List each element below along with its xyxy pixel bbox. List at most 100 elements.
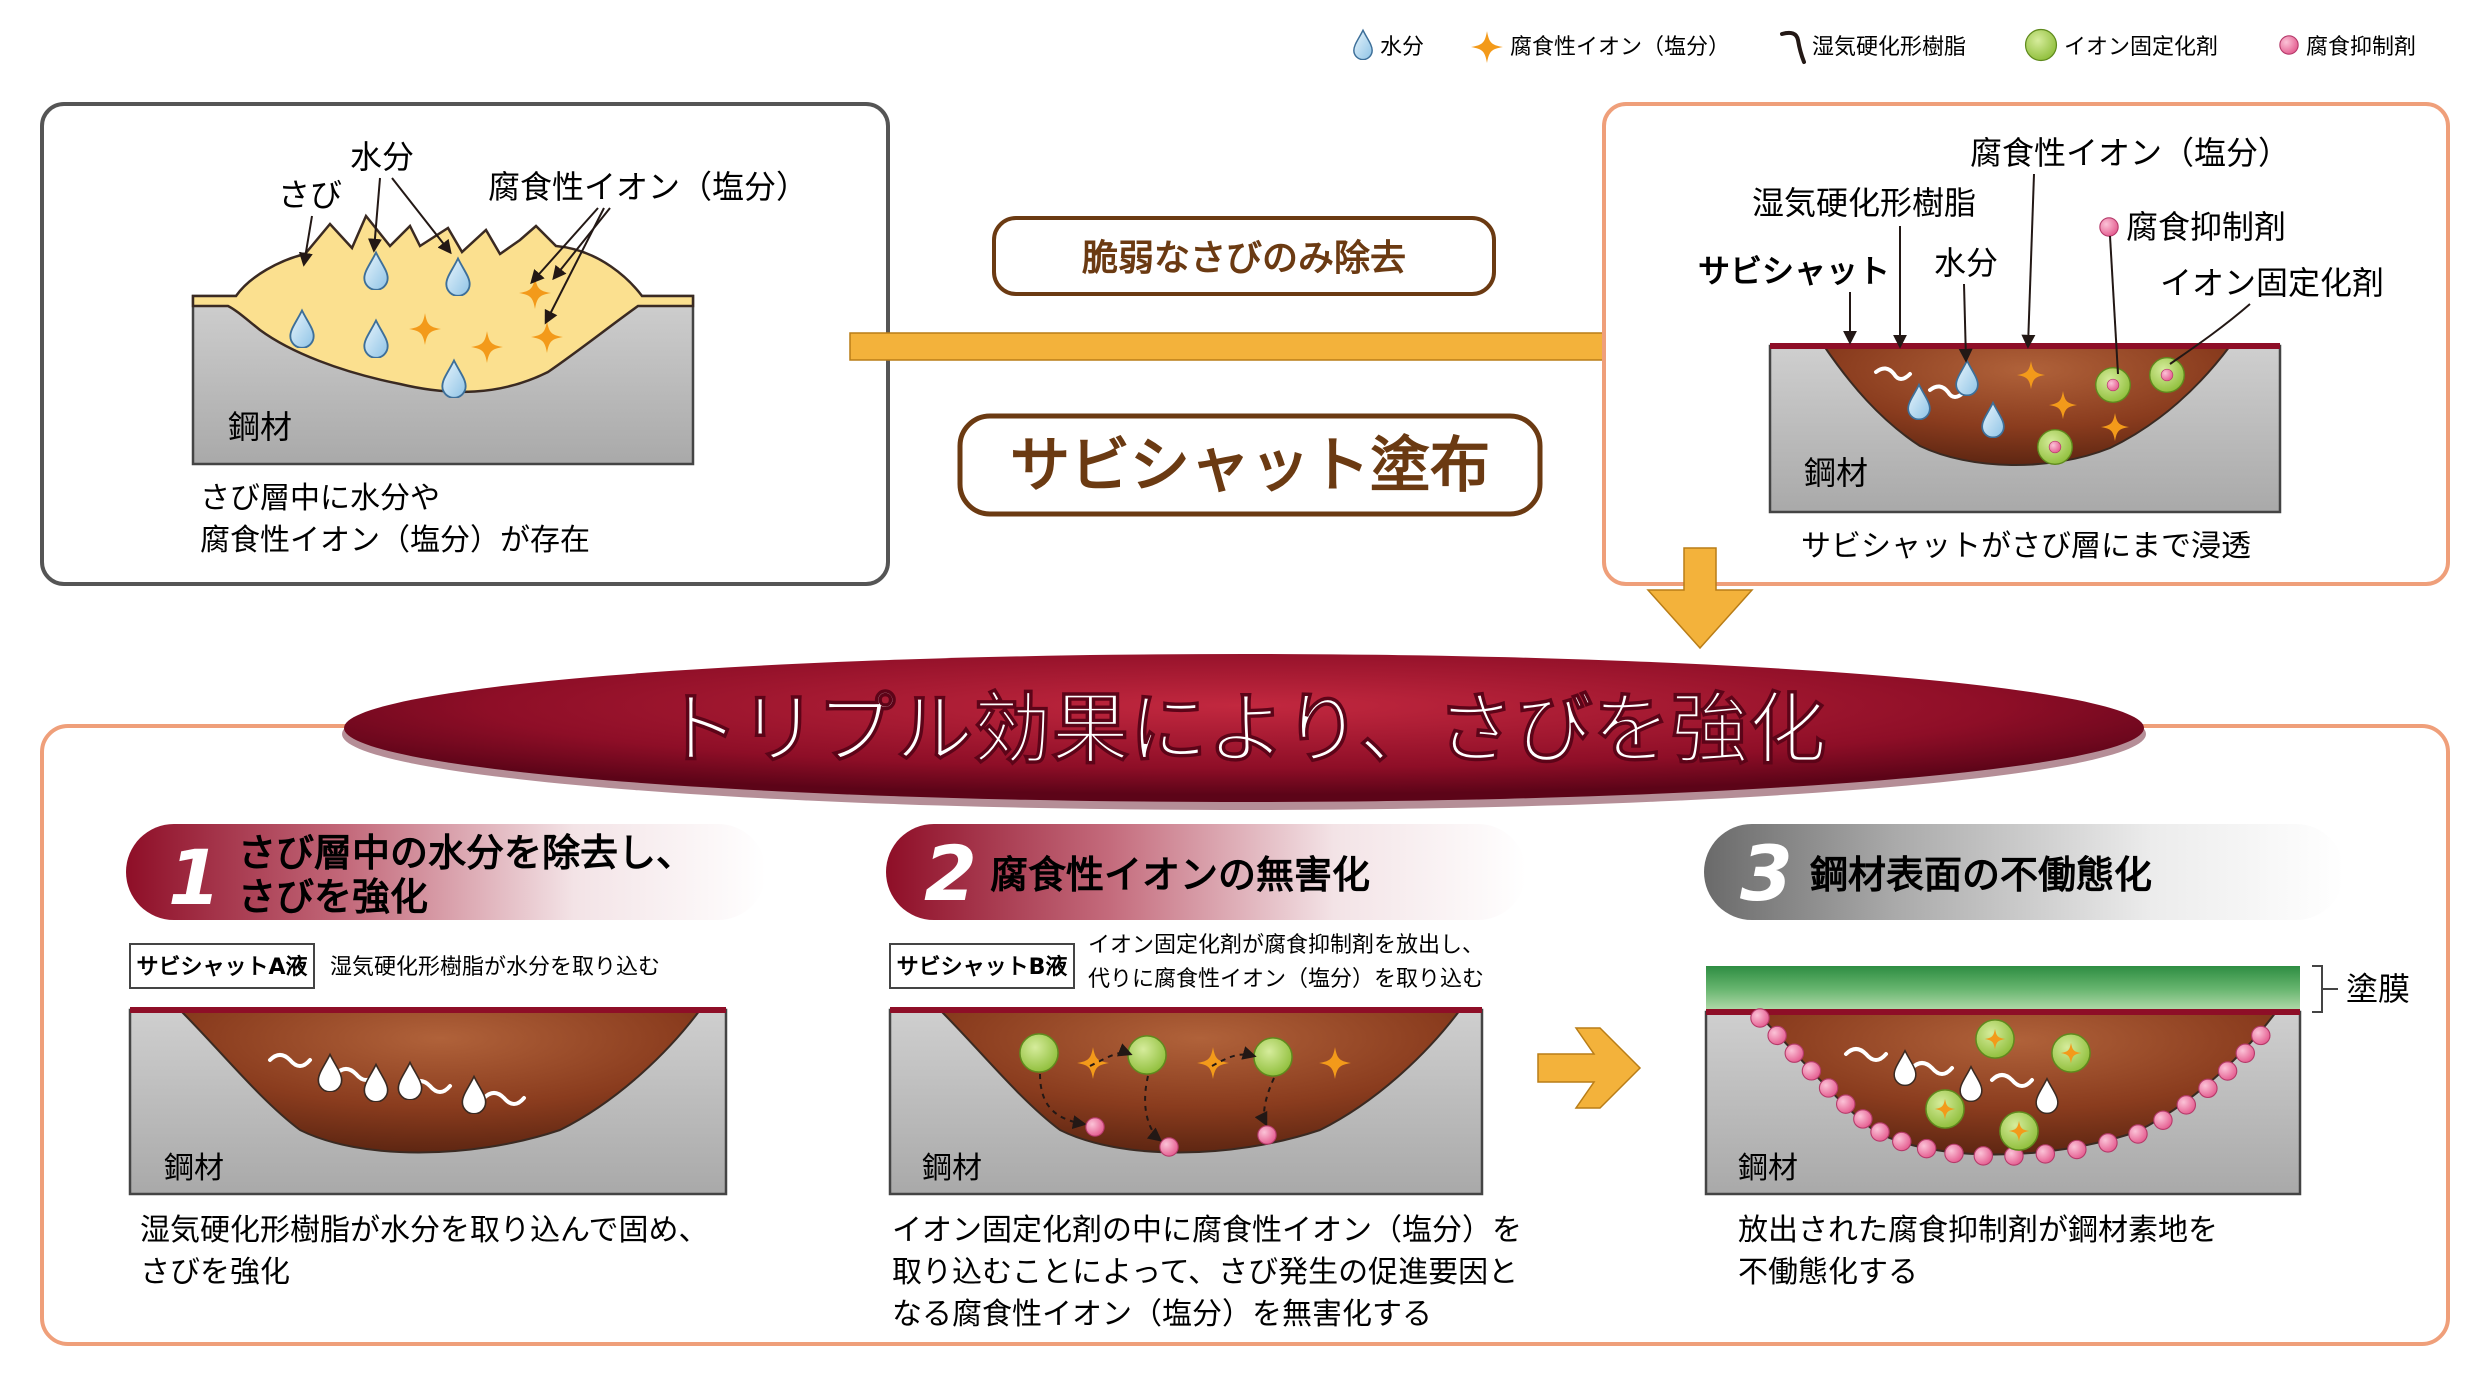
effect-2-title: 腐食性イオンの無害化: [990, 853, 1370, 897]
inhibitor-bead-10: [1944, 1143, 1964, 1164]
inhibitor-bead-14: [2067, 1139, 2087, 1160]
after-resin: [1874, 366, 1966, 399]
inhibitor-bead-19: [2198, 1078, 2218, 1099]
inhibitor-bead-8: [1892, 1131, 1912, 1152]
down-arrow: [1646, 547, 1754, 650]
effect-2-tag: サビシャットB液: [897, 954, 1068, 980]
effect-3-coating-label: 塗膜: [2346, 970, 2410, 1008]
inhibitor-bead-20: [2217, 1061, 2238, 1081]
effect-3-steel-label: 鋼材: [1738, 1151, 1798, 1186]
inhibitor-bead-6: [1853, 1109, 1873, 1129]
legend-ion-icon: [1471, 31, 1503, 63]
after-pink-2: [2160, 368, 2174, 382]
legend: 水分 腐食性イオン（塩分） 湿気硬化形樹脂 イオン固定化剤 腐食抑制剤: [1353, 28, 2416, 64]
effect-3-coating-bracket: [2312, 965, 2338, 1013]
before-leader-lines: [298, 177, 611, 325]
legend-resin-icon: [1780, 30, 1806, 64]
effect-2-pill: [886, 824, 1526, 920]
effect-2-tag-note-line1: イオン固定化剤が腐食抑制剤を放出し、: [1088, 933, 1484, 958]
effect-2-steel-label: 鋼材: [922, 1151, 982, 1186]
effect-1-desc-line2: さびを強化: [140, 1255, 290, 1290]
effect-2-pink-1: [1085, 1117, 1105, 1137]
legend-fixer-label: イオン固定化剤: [2064, 35, 2218, 60]
effect-3-coating: [1706, 966, 2300, 1012]
effect-3-desc-line2: 不働態化する: [1738, 1255, 1918, 1290]
after-caption: サビシャットがさび層にまで浸透: [1801, 529, 2251, 564]
inhibitor-bead-15: [2098, 1133, 2118, 1153]
effect-1-tag: サビシャットA液: [136, 954, 307, 980]
inhibitor-bead-1: [1767, 1025, 1787, 1046]
legend-ion-label: 腐食性イオン（塩分）: [1510, 35, 1730, 60]
banner: トリプル効果により、さびを強化: [342, 654, 2146, 810]
effect-1-number: 1: [168, 833, 221, 922]
effect-2-pink-3: [1257, 1125, 1277, 1145]
banner-shape: [344, 654, 2144, 802]
legend-water-icon: [1353, 29, 1373, 60]
effect-3-number: 3: [1740, 829, 1793, 918]
effect-2-release-arrows: [1039, 1043, 1275, 1142]
before-caption-line2: 腐食性イオン（塩分）が存在: [200, 523, 590, 558]
effect-1-pill: [126, 824, 766, 920]
effect-2-desc-line1: イオン固定化剤の中に腐食性イオン（塩分）を: [892, 1213, 1522, 1248]
effect-2-fixer-1: [1019, 1033, 1059, 1073]
after-label-inhibitor: 腐食抑制剤: [2126, 208, 2286, 246]
after-pink-3: [2048, 440, 2062, 454]
inhibitor-bead-9: [1916, 1138, 1937, 1159]
after-rust-pit: [1822, 345, 2233, 467]
process-step1-label: 脆弱なさびのみ除去: [1082, 237, 1406, 279]
inhibitor-bead-22: [2251, 1025, 2271, 1046]
process: 脆弱なさびのみ除去 サビシャット塗布: [849, 216, 1670, 517]
before-panel: さび 水分 腐食性イオン（塩分） 鋼材 さび層中に水分や 腐食性イオン（塩分）が…: [40, 102, 890, 586]
effect-1-desc-line1: 湿気硬化形樹脂が水分を取り込んで固め、: [140, 1213, 709, 1248]
process-step2-label: サビシャット塗布: [1010, 431, 1490, 501]
before-label-ion: 腐食性イオン（塩分）: [488, 168, 808, 206]
after-label-ion: 腐食性イオン（塩分）: [1970, 134, 2290, 172]
inhibitor-bead-16: [2128, 1124, 2148, 1144]
inhibitor-bead-2: [1784, 1043, 1805, 1063]
effect-1-rust: [177, 1009, 703, 1154]
after-label-water: 水分: [1934, 244, 1998, 282]
before-caption-line1: さび層中に水分や: [200, 481, 440, 516]
after-panel: 腐食性イオン（塩分） 湿気硬化形樹脂 腐食抑制剤 サビシャット 水分 イオン固定…: [1602, 102, 2450, 586]
before-label-water: 水分: [350, 138, 414, 176]
effect-3: 3 鋼材表面の不働態化 塗膜 鋼材 放出された腐食抑制剤が鋼材素地を: [1704, 824, 2410, 1290]
effect-2-fixer-3: [1253, 1037, 1293, 1077]
effect-2-fixer-2: [1127, 1035, 1167, 1075]
effect-1-tag-box: [129, 943, 315, 989]
inhibitor-bead-4: [1818, 1078, 1839, 1098]
before-label-steel: 鋼材: [228, 408, 292, 446]
effect-2-number: 2: [924, 829, 977, 918]
after-label-fixer: イオン固定化剤: [2160, 264, 2384, 302]
effect-2: 2 腐食性イオンの無害化 サビシャットB液 イオン固定化剤が腐食抑制剤を放出し、…: [886, 824, 1526, 1332]
effect-2-desc-line2: 取り込むことによって、さび発生の促進要因と: [892, 1255, 1518, 1290]
legend-fixer-icon: [2024, 28, 2058, 62]
effect-1-title-line2: さびを強化: [238, 875, 428, 919]
after-label-product: サビシャット: [1698, 252, 1890, 290]
effect-3-title: 鋼材表面の不働態化: [1810, 853, 2152, 897]
effect-2-tag-box: [889, 943, 1075, 989]
effect-3-resin: [1844, 1047, 2034, 1088]
after-pink-1: [2106, 378, 2120, 392]
legend-resin-label: 湿気硬化形樹脂: [1812, 35, 1966, 60]
legend-water-label: 水分: [1380, 35, 1424, 60]
inhibitor-bead-7: [1870, 1122, 1890, 1142]
inhibitor-bead-18: [2176, 1095, 2197, 1115]
banner-text: トリプル効果により、さびを強化: [661, 685, 1826, 775]
effect-2-rust: [937, 1009, 1463, 1154]
after-label-steel: 鋼材: [1804, 454, 1868, 492]
process-arrow: [849, 298, 1670, 394]
effect-arrow: [1537, 1027, 1642, 1109]
process-step2-box: [957, 413, 1543, 517]
after-leader-lines: [1843, 173, 2251, 375]
effect-2-desc-line3: なる腐食性イオン（塩分）を無害化する: [892, 1297, 1432, 1332]
effect-1-tag-note: 湿気硬化形樹脂が水分を取り込む: [330, 955, 660, 980]
inhibitor-bead-13: [2035, 1144, 2056, 1164]
effect-1: 1 さび層中の水分を除去し、 さびを強化 サビシャットA液 湿気硬化形樹脂が水分…: [126, 824, 766, 1290]
effect-2-tag-note-line2: 代りに腐食性イオン（塩分）を取り込む: [1088, 967, 1484, 992]
inhibitor-bead-11: [1973, 1146, 1994, 1166]
after-label-inhibitor-icon: [2099, 217, 2119, 237]
effect-2-pink-2: [1159, 1137, 1179, 1157]
inhibitor-bead-21: [2235, 1043, 2256, 1063]
process-step1-box: [992, 216, 1496, 296]
